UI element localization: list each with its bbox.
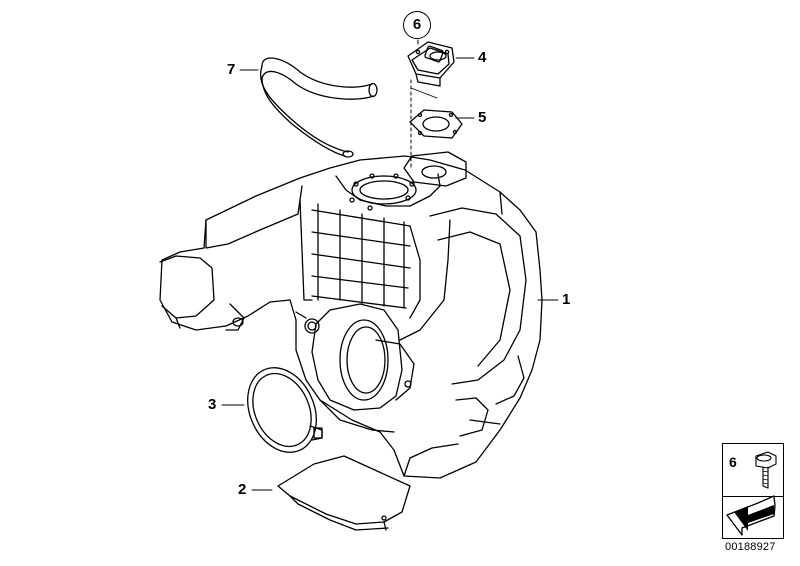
fuel-tank-part	[159, 151, 543, 479]
fuel-cap-part	[407, 41, 455, 87]
arrow-icon	[726, 495, 776, 536]
gasket-part	[409, 109, 463, 139]
callout-5: 5	[478, 109, 487, 126]
callout-3: 3	[208, 396, 217, 413]
bolt-icon	[755, 451, 777, 489]
hose-part	[260, 57, 378, 158]
callout-6: 6	[403, 11, 431, 39]
ring-clamp-part	[247, 367, 323, 453]
callout-7: 7	[227, 61, 236, 78]
callout-2: 2	[238, 481, 247, 498]
legend-label: 6	[729, 454, 737, 470]
legend-box: 6	[722, 443, 784, 539]
leader-lines	[221, 39, 559, 491]
document-number: 00188927	[725, 541, 776, 553]
legend-divider	[723, 496, 783, 497]
cover-plate-part	[277, 455, 411, 531]
callout-1: 1	[562, 291, 571, 308]
callout-4: 4	[478, 49, 487, 66]
